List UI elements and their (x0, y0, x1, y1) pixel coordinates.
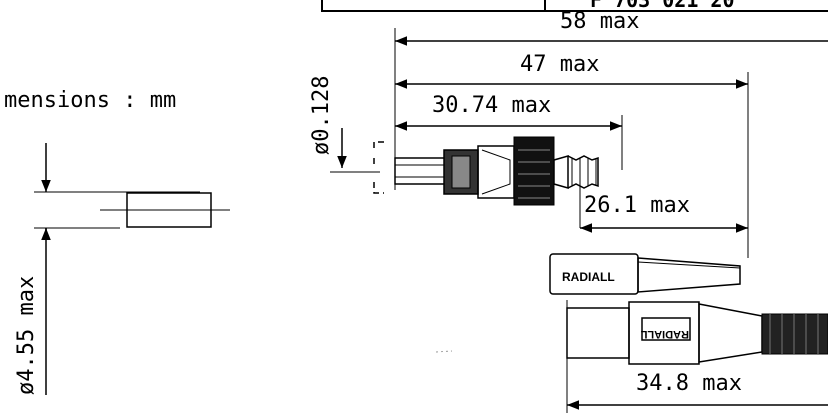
cable-diameter-label: ø4.55 max (14, 276, 39, 395)
boot-upper-brand: RADIALL (562, 270, 615, 284)
contact-pin (394, 157, 446, 185)
overall-length-label: 58 max (560, 9, 639, 34)
mating-length-label: 30.74 max (432, 93, 551, 118)
cable-section-view: ø4.55 max (14, 143, 230, 395)
knurled-ferrule (513, 136, 555, 206)
units-note: mensions : mm (4, 88, 176, 113)
title-block: F 703 021 20 (321, 0, 828, 12)
pin-diameter-label: ø0.128 (309, 76, 334, 155)
boot-view-upper: RADIALL (549, 253, 741, 295)
boot-lower-brand: RADIALL (640, 328, 689, 340)
body-length-label: 47 max (520, 52, 599, 77)
connector-view: 58 max 47 max 30.74 max ø0.128 26.1 max (309, 9, 828, 258)
boot-length-label: 34.8 max (636, 371, 742, 396)
boot-view-lower: RADIALL 34.8 max (566, 300, 828, 413)
connector-body (477, 145, 515, 199)
crimp-length-label: 26.1 max (584, 193, 690, 218)
title-block-text: F 703 021 20 (590, 0, 735, 12)
